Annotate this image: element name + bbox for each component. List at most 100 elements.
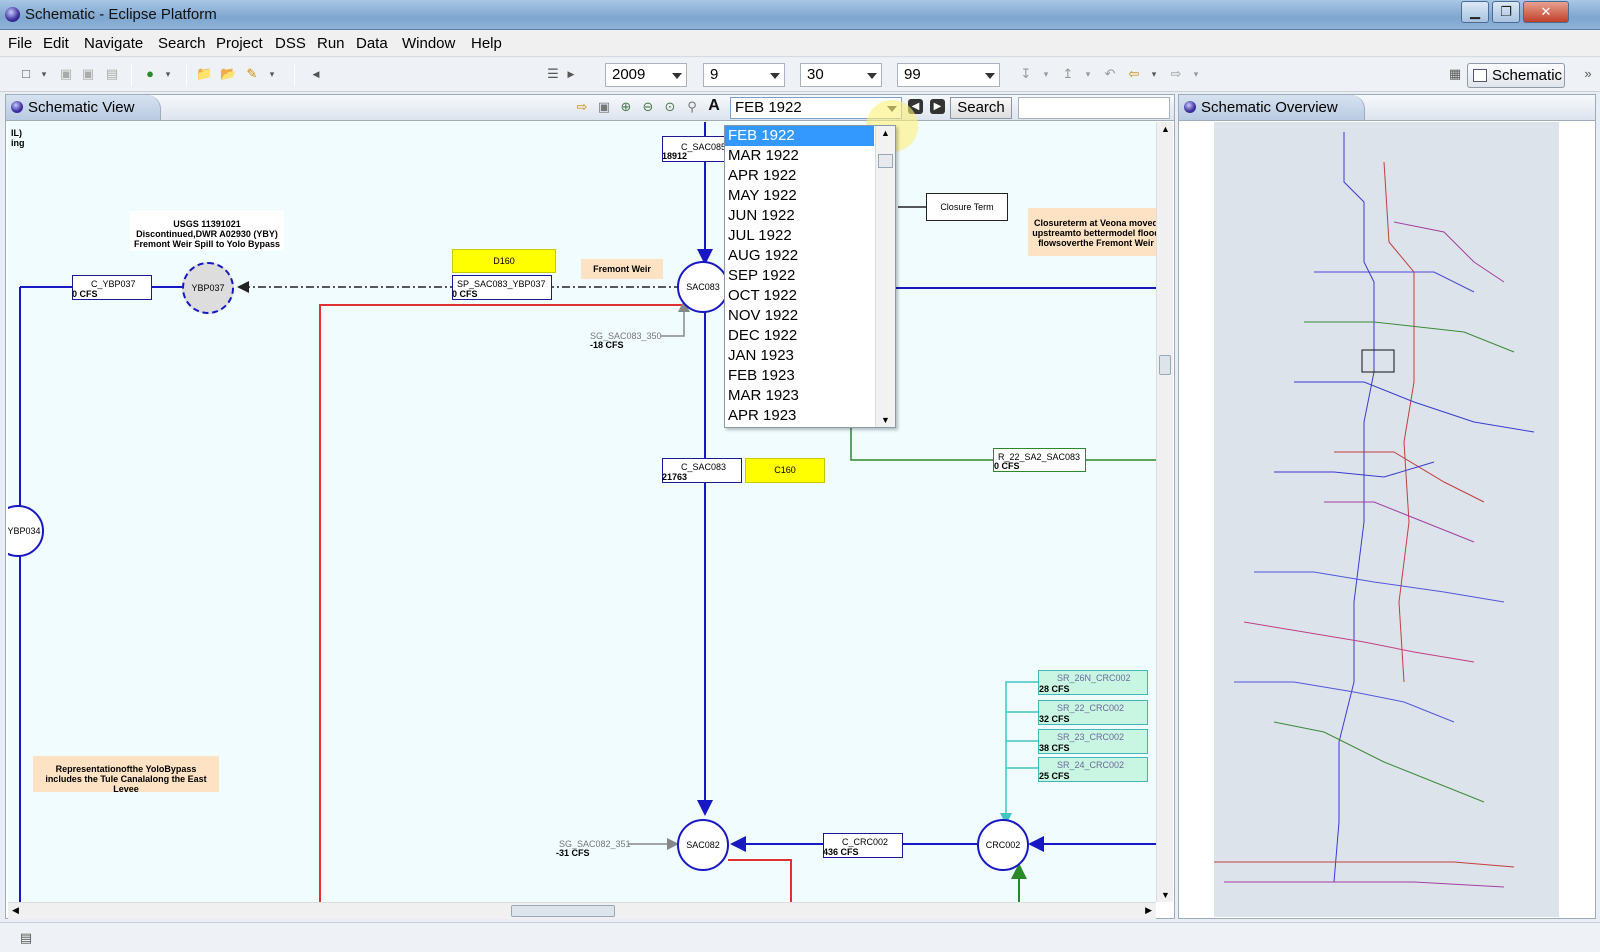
c-sac083-box[interactable]: C_SAC083 21763 — [662, 458, 742, 483]
maximize-button[interactable]: ❐ — [1492, 1, 1520, 23]
tab-schematic-overview[interactable]: Schematic Overview — [1179, 95, 1365, 120]
new-file-icon[interactable]: □ — [22, 66, 30, 81]
search-input[interactable] — [1018, 97, 1170, 119]
menu-run[interactable]: Run — [317, 35, 345, 52]
horizontal-scroll-thumb[interactable] — [511, 905, 615, 917]
menu-navigate[interactable]: Navigate — [84, 35, 144, 52]
date-option[interactable]: OCT 1922 — [728, 287, 797, 304]
closure-term-box[interactable]: Closure Term — [926, 193, 1008, 221]
scroll-left-icon[interactable]: ◀ — [312, 69, 320, 79]
date-option[interactable]: APR 1922 — [728, 167, 797, 184]
year-select[interactable]: 2009 — [605, 63, 687, 87]
scroll-up-icon[interactable]: ▲ — [881, 128, 890, 138]
tool-dropdown-icon[interactable]: ▾ — [269, 69, 275, 79]
zoom-in-icon[interactable]: ⊕ — [620, 99, 632, 114]
dropdown-scrollbar[interactable]: ▲ ▼ — [875, 126, 895, 427]
menu-search[interactable]: Search — [158, 35, 206, 52]
tool-icon[interactable]: ✎ — [246, 66, 258, 81]
node-crc002[interactable]: CRC002 — [977, 819, 1029, 871]
dropdown-scroll-thumb[interactable] — [878, 154, 893, 168]
toolbar-grip-icon[interactable]: ☰ — [547, 66, 559, 81]
d160-box[interactable]: D160 — [452, 249, 556, 273]
vertical-scrollbar[interactable]: ▲ ▼ — [1156, 122, 1173, 902]
back-dropdown-icon[interactable]: ▾ — [1151, 69, 1157, 79]
menu-project[interactable]: Project — [216, 35, 263, 52]
save-icon[interactable]: ▣ — [59, 66, 73, 81]
tab-schematic-view[interactable]: Schematic View — [6, 95, 162, 120]
open-project-icon[interactable]: 📂 — [220, 66, 237, 81]
menu-file[interactable]: File — [8, 35, 33, 52]
c-sac085-box[interactable]: C_SAC085 18912 — [662, 136, 726, 162]
date-option[interactable]: MAY 1922 — [728, 187, 797, 204]
schematic-canvas[interactable]: IL) ing USGS 11391021 Discontinued,DWR A… — [8, 122, 1156, 902]
next-annotation-icon[interactable]: ↧ — [1020, 66, 1032, 81]
date-option[interactable]: MAR 1922 — [728, 147, 799, 164]
zoom-out-icon[interactable]: ⊖ — [642, 99, 654, 114]
menu-window[interactable]: Window — [402, 35, 456, 52]
node-sac082[interactable]: SAC082 — [677, 819, 729, 871]
node-ybp034[interactable]: YBP034 — [8, 505, 44, 557]
magnify-icon[interactable]: ⚲ — [687, 99, 697, 114]
date-option[interactable]: APR 1923 — [728, 407, 797, 424]
search-button[interactable]: Search — [950, 97, 1012, 119]
date-option[interactable]: JUL 1922 — [728, 227, 792, 244]
open-perspective-icon[interactable]: ▦ — [1448, 66, 1462, 81]
menu-help[interactable]: Help — [471, 35, 502, 52]
open-folder-icon[interactable]: 📁 — [196, 66, 213, 81]
date-option[interactable]: SEP 1922 — [728, 267, 796, 284]
back-arrow-icon[interactable]: ⇦ — [1128, 66, 1140, 81]
horizontal-scrollbar[interactable]: ◀ ▶ — [8, 902, 1156, 919]
font-icon[interactable]: A — [708, 97, 720, 114]
sr-22-crc002-box[interactable]: SR_22_CRC002 32 CFS — [1038, 700, 1148, 725]
overview-map[interactable] — [1214, 122, 1559, 917]
print-icon[interactable]: ▤ — [105, 66, 119, 81]
scroll-left-icon[interactable]: ◀ — [12, 905, 19, 915]
sr-23-crc002-box[interactable]: SR_23_CRC002 38 CFS — [1038, 729, 1148, 754]
scroll-up-icon[interactable]: ▲ — [1161, 124, 1170, 134]
node-sac083[interactable]: SAC083 — [677, 261, 729, 313]
c-ybp037-box[interactable]: C_YBP037 0 CFS — [72, 275, 152, 300]
sg-sac083-label[interactable]: SG_SAC083_350 — [590, 331, 662, 341]
scroll-down-icon[interactable]: ▼ — [881, 415, 890, 425]
date-option[interactable]: JUN 1922 — [728, 207, 795, 224]
last-edit-icon[interactable]: ↶ — [1104, 66, 1116, 81]
sg-sac082-label[interactable]: SG_SAC082_351 — [559, 839, 631, 849]
value-select[interactable]: 99 — [897, 63, 1000, 87]
date-option[interactable]: FEB 1922 — [725, 126, 874, 146]
sr-26n-crc002-box[interactable]: SR_26N_CRC002 28 CFS — [1038, 670, 1148, 695]
save-image-icon[interactable]: ▣ — [597, 99, 611, 114]
date-option[interactable]: JAN 1923 — [728, 347, 794, 364]
scroll-right-icon[interactable]: ▶ — [567, 69, 575, 79]
date-dropdown-list[interactable]: FEB 1922 MAR 1922 APR 1922 MAY 1922 JUN … — [724, 125, 896, 428]
prev-annotation-dropdown-icon[interactable]: ▾ — [1085, 69, 1091, 79]
schematic-perspective-button[interactable]: Schematic — [1467, 63, 1565, 88]
prev-annotation-icon[interactable]: ↥ — [1062, 66, 1074, 81]
date-select[interactable]: FEB 1922 — [730, 97, 902, 119]
zoom-fit-icon[interactable]: ⊙ — [664, 99, 676, 114]
menu-dss[interactable]: DSS — [275, 35, 306, 52]
r22-sa2-sac083-box[interactable]: R_22_SA2_SAC083 0 CFS — [993, 448, 1086, 472]
export-icon[interactable]: ⇨ — [576, 99, 588, 114]
fast-view-icon[interactable]: ▤ — [19, 930, 33, 945]
c-crc002-box[interactable]: C_CRC002 436 CFS — [823, 833, 903, 858]
date-option[interactable]: FEB 1923 — [728, 367, 795, 384]
date-option[interactable]: NOV 1922 — [728, 307, 799, 324]
close-button[interactable]: ✕ — [1523, 1, 1569, 23]
sp-sac083-ybp037-box[interactable]: SP_SAC083_YBP037 0 CFS — [452, 275, 552, 300]
vertical-scroll-thumb[interactable] — [1159, 355, 1171, 375]
run-icon[interactable]: ● — [146, 66, 154, 81]
date-option[interactable]: MAR 1923 — [728, 387, 799, 404]
forward-arrow-icon[interactable]: ⇨ — [1170, 66, 1182, 81]
date-option[interactable]: AUG 1922 — [728, 247, 799, 264]
minimize-button[interactable]: ▁ — [1461, 1, 1489, 23]
more-perspectives-icon[interactable]: » — [1584, 66, 1592, 81]
day-select[interactable]: 30 — [800, 63, 882, 87]
next-date-icon[interactable]: ▶ — [930, 99, 945, 114]
new-dropdown-icon[interactable]: ▾ — [41, 69, 47, 79]
menu-data[interactable]: Data — [356, 35, 388, 52]
forward-dropdown-icon[interactable]: ▾ — [1193, 69, 1199, 79]
month-select[interactable]: 9 — [703, 63, 785, 87]
node-ybp037[interactable]: YBP037 — [182, 262, 234, 314]
menu-edit[interactable]: Edit — [43, 35, 69, 52]
run-dropdown-icon[interactable]: ▾ — [165, 69, 171, 79]
